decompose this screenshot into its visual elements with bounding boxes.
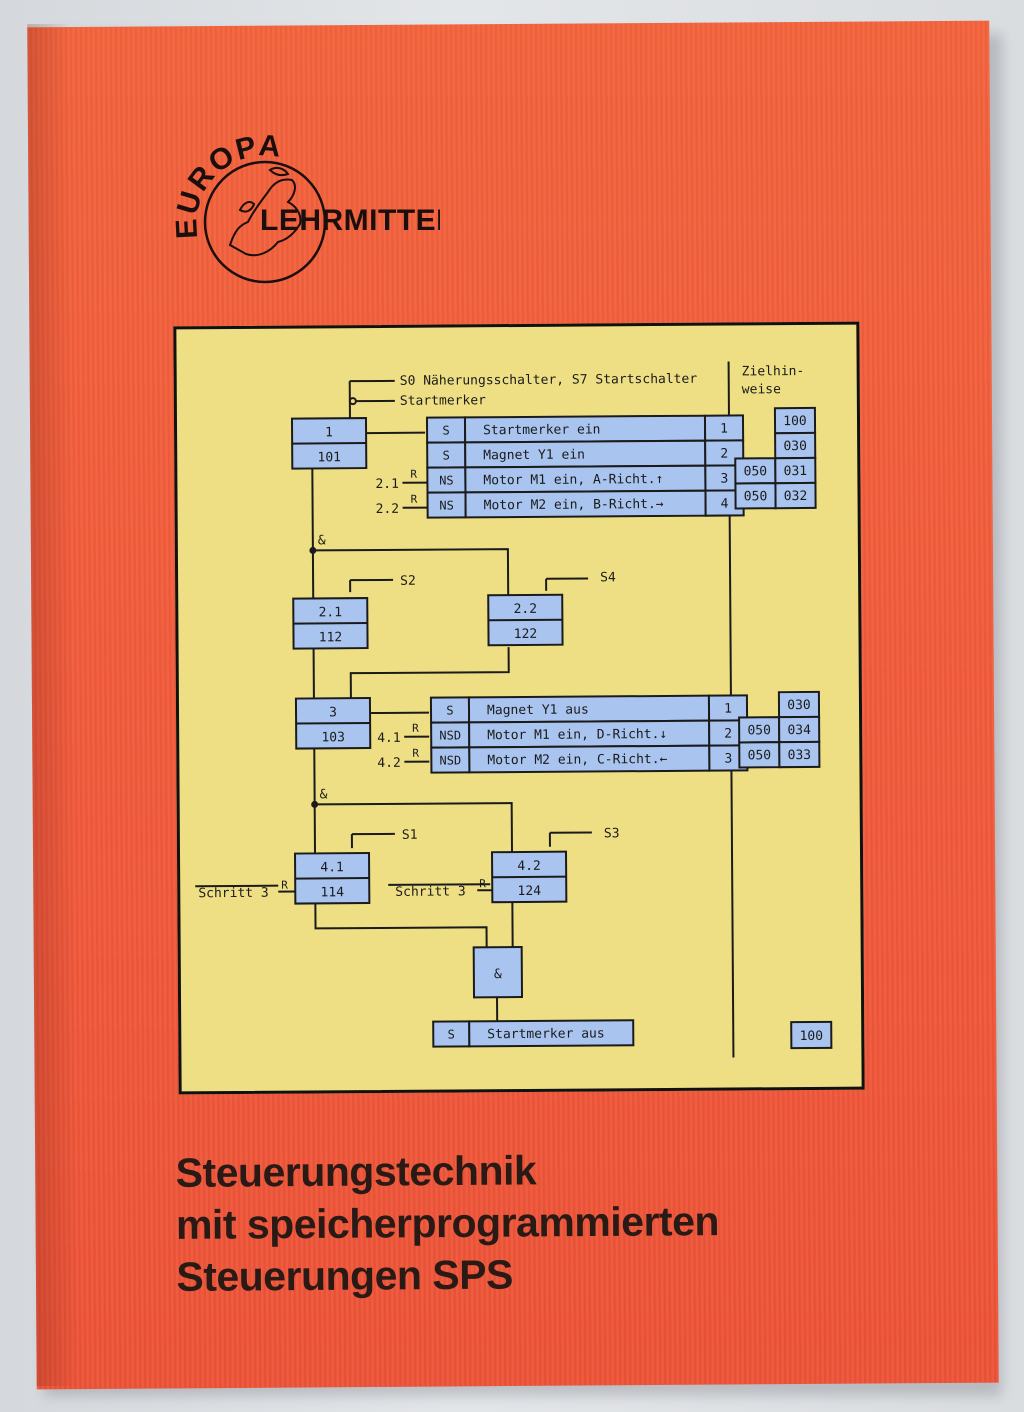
box-divider [293, 622, 368, 625]
hint-value: 050 [744, 464, 768, 479]
action-number: 2 [720, 447, 728, 462]
hint-value: 031 [784, 464, 808, 479]
transition-label: S2 [400, 574, 416, 589]
reset-r-label: R [412, 722, 419, 735]
reset-r-label: R [412, 747, 419, 760]
hint-value: 030 [783, 439, 807, 454]
hint-value: 030 [787, 698, 811, 713]
reset-r-label: R [479, 877, 486, 890]
action-qualifier: NS [439, 498, 454, 512]
action-qualifier: S [443, 448, 450, 462]
hint-value: 050 [744, 489, 768, 504]
publisher-logo: EUROPA LEHRMITTEL [170, 130, 440, 284]
reset-step-label: 2.1 [375, 477, 399, 492]
final-action-qualifier-text: S [448, 1027, 455, 1041]
title-line-2: mit speicherprogrammierten [175, 1198, 720, 1248]
hint-box [774, 481, 817, 510]
transition-label: S3 [604, 826, 620, 841]
action-number: 2 [724, 727, 732, 742]
reset-r-label: R [281, 879, 288, 892]
schritt-label: Schritt 3 [198, 886, 269, 901]
step-number: 4.1 [320, 860, 344, 875]
step-number: 4.2 [517, 859, 541, 874]
action-text: Motor M1 ein, A-Richt.↑ [483, 472, 663, 488]
step-number: 1 [325, 425, 333, 440]
hint-value: 034 [787, 723, 811, 738]
box-divider [296, 722, 371, 725]
step-address: 101 [317, 450, 341, 465]
action-number: 3 [720, 472, 728, 487]
final-action-label: Startmerker aus [487, 1026, 605, 1042]
sensor-label: S0 Näherungsschalter, S7 Startschalter [400, 372, 698, 389]
box-divider [295, 877, 370, 880]
hint-value: 032 [784, 489, 808, 504]
action-text: Motor M1 ein, D-Richt.↓ [487, 727, 667, 743]
transition-label: S4 [600, 570, 616, 585]
action-text: Startmerker ein [483, 422, 601, 438]
hint-value: 033 [788, 748, 812, 763]
hint-box [778, 740, 821, 769]
action-qualifier: S [446, 703, 453, 717]
title-line-3: Steuerungen SPS [176, 1251, 514, 1300]
reset-r-label: R [410, 468, 417, 481]
startmerker-label: Startmerker [400, 393, 486, 409]
step-number: 2.1 [319, 605, 343, 620]
action-text: Motor M2 ein, B-Richt.→ [484, 497, 664, 513]
step-address: 122 [514, 627, 538, 642]
action-qualifier: NSD [439, 728, 461, 742]
action-number: 3 [724, 752, 732, 767]
hint-header: Zielhin- [742, 364, 805, 379]
step-address: 124 [517, 884, 541, 899]
hint-value: 050 [747, 723, 771, 738]
hint-value: 100 [783, 414, 807, 429]
hint-final-value: 100 [800, 1029, 824, 1044]
step-address: 112 [319, 630, 343, 645]
final-action-text [468, 1019, 635, 1048]
step-number: 2.2 [514, 602, 538, 617]
reset-step-label: 4.1 [377, 731, 401, 746]
europe-map-icon [228, 166, 302, 257]
reset-step-label: 4.2 [377, 756, 401, 771]
hint-header: weise [742, 382, 781, 397]
hint-value: 050 [748, 748, 772, 763]
box-divider [488, 618, 563, 622]
title-line-1: Steuerungstechnik [175, 1147, 537, 1196]
action-text: Magnet Y1 aus [487, 703, 589, 719]
book-title: Steuerungstechnik mit speicherprogrammie… [175, 1143, 719, 1303]
and-junction-label: & [320, 787, 328, 802]
step-address: 114 [320, 885, 344, 900]
action-text: Magnet Y1 ein [483, 448, 585, 464]
transition-label: S1 [402, 828, 418, 843]
and-gate-label: & [494, 967, 502, 982]
box-divider [492, 875, 567, 879]
junction-dot [311, 800, 319, 808]
logo-lehrmittel-text: LEHRMITTEL [260, 204, 440, 237]
action-number: 1 [720, 422, 728, 437]
action-number: 4 [721, 497, 729, 512]
junction-dot [309, 546, 317, 554]
reset-r-label: R [410, 493, 417, 506]
hint-box-final [790, 1020, 833, 1050]
step-address: 103 [321, 730, 345, 745]
action-qualifier: NSD [439, 753, 461, 767]
schritt-label: Schritt 3 [395, 884, 466, 899]
box-divider [292, 442, 367, 445]
action-text: Motor M2 ein, C-Richt.← [487, 752, 667, 768]
action-qualifier: NS [439, 473, 454, 487]
and-gate [472, 945, 524, 999]
globe-icon [203, 160, 327, 284]
action-qualifier: S [442, 423, 449, 437]
and-junction-label: & [318, 533, 326, 548]
step-number: 3 [329, 705, 337, 720]
action-number: 1 [724, 702, 732, 717]
reset-step-label: 2.2 [376, 502, 400, 517]
